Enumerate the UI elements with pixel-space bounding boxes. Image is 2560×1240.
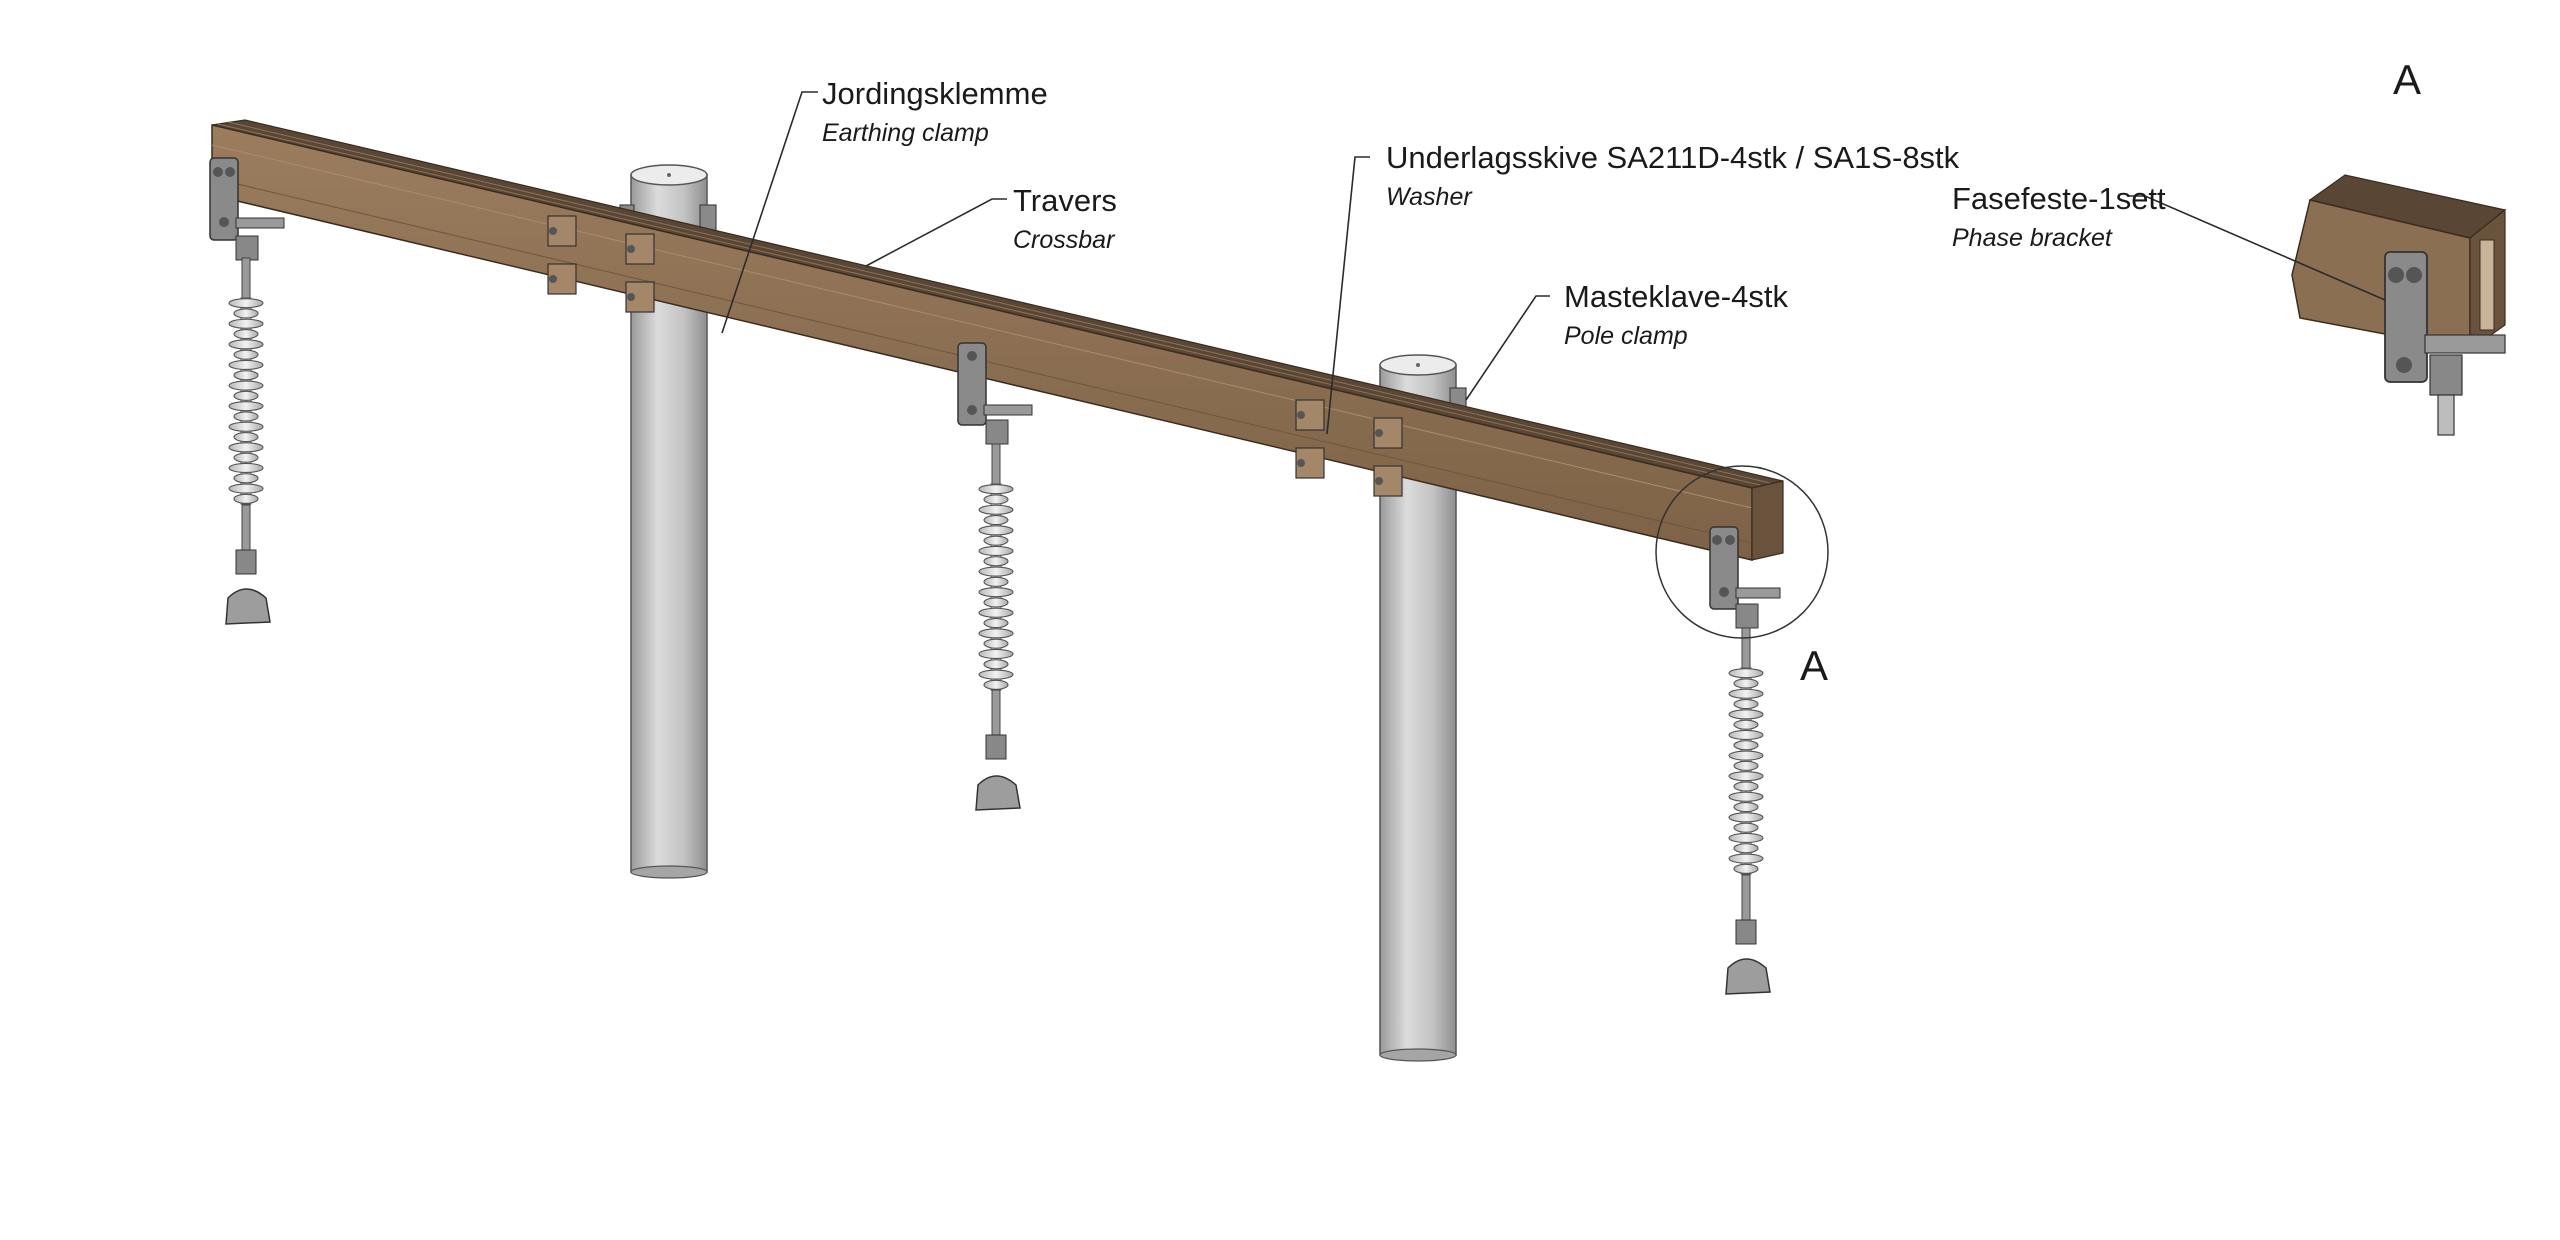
- label-washer-main: Underlagsskive SA211D-4stk / SA1S-8stk: [1386, 140, 1960, 175]
- insulator-shed: [228, 318, 264, 329]
- insulator-shed: [1733, 801, 1759, 813]
- label-phase-bracket: Fasefeste-1sett Phase bracket: [1952, 181, 2166, 252]
- label-crossbar: Travers Crossbar: [1013, 183, 1117, 254]
- insulator-shed: [983, 514, 1009, 526]
- phase-bracket-left: [209, 157, 285, 261]
- detail-marker-letter: A: [1800, 642, 1828, 689]
- insulator-shed: [978, 628, 1014, 639]
- insulator-shed: [983, 659, 1009, 670]
- detail-a-view: [2291, 174, 2507, 436]
- insulator-shed: [1728, 668, 1764, 679]
- insulator-shed: [228, 380, 264, 391]
- insulator-shed: [233, 349, 259, 360]
- insulator-shed: [1728, 832, 1764, 844]
- insulator-shed: [1733, 781, 1759, 792]
- label-phase-bracket-sub: Phase bracket: [1952, 224, 2113, 252]
- insulator-right: [1725, 627, 1771, 995]
- insulator-shed: [1728, 750, 1764, 761]
- washers-left: [547, 215, 655, 313]
- insulator-shed: [233, 473, 259, 484]
- insulator-shed: [1728, 729, 1764, 741]
- insulator-shed: [228, 298, 264, 309]
- leader-pole-clamp: [1465, 295, 1550, 401]
- insulator-shed: [978, 669, 1014, 680]
- insulator-shed: [983, 679, 1009, 690]
- insulator-shed: [1733, 822, 1759, 833]
- label-earthing-clamp-sub: Earthing clamp: [822, 119, 989, 147]
- insulator-shed: [1733, 678, 1759, 689]
- insulator-shed: [228, 339, 264, 350]
- label-earthing-clamp: Jordingsklemme Earthing clamp: [822, 76, 1048, 147]
- insulator-shed: [228, 483, 264, 494]
- label-washer: Underlagsskive SA211D-4stk / SA1S-8stk W…: [1386, 140, 1960, 211]
- insulator-shed: [1733, 698, 1759, 710]
- label-earthing-clamp-main: Jordingsklemme: [822, 76, 1048, 111]
- insulator-shed: [1728, 688, 1764, 699]
- insulator-shed: [1733, 719, 1759, 730]
- insulator-shed: [1733, 843, 1759, 854]
- detail-marker-circle: [1655, 465, 1829, 639]
- insulator-shed: [983, 535, 1009, 546]
- leader-phase-bracket: [2128, 195, 2386, 301]
- label-pole-clamp-sub: Pole clamp: [1564, 322, 1688, 350]
- label-crossbar-sub: Crossbar: [1013, 226, 1116, 254]
- insulator-shed: [1728, 709, 1764, 720]
- insulator-shed: [233, 328, 259, 340]
- insulator-shed: [1728, 771, 1764, 782]
- leader-earthing-clamp: [721, 91, 818, 334]
- insulator-shed: [1728, 791, 1764, 802]
- insulator-shed: [233, 390, 259, 401]
- insulator-shed: [228, 401, 264, 412]
- insulator-shed: [228, 462, 264, 474]
- insulator-shed: [228, 421, 264, 432]
- insulator-shed: [978, 607, 1014, 618]
- phase-bracket-middle: [957, 342, 1033, 445]
- insulator-shed: [1728, 853, 1764, 864]
- insulator-shed: [983, 617, 1009, 629]
- insulator-shed: [228, 442, 264, 453]
- insulator-shed: [978, 504, 1014, 515]
- insulator-shed: [978, 525, 1014, 536]
- insulator-shed: [233, 308, 259, 319]
- insulator-shed: [983, 638, 1009, 649]
- insulator-shed: [228, 359, 264, 371]
- insulator-shed: [233, 411, 259, 422]
- insulator-shed: [978, 566, 1014, 577]
- insulator-shed: [233, 493, 259, 504]
- insulator-shed: [978, 545, 1014, 557]
- insulator-shed: [1728, 812, 1764, 823]
- phase-bracket-right: [1709, 526, 1781, 629]
- label-washer-sub: Washer: [1386, 183, 1473, 211]
- insulator-shed: [1733, 740, 1759, 751]
- insulator-shed: [233, 370, 259, 381]
- washers-right: [1295, 399, 1403, 497]
- detail-title: A: [2393, 56, 2421, 103]
- insulator-shed: [983, 576, 1009, 587]
- leader-crossbar: [865, 198, 1007, 267]
- insulator-shed: [1733, 863, 1759, 874]
- insulator-shed: [983, 597, 1009, 608]
- insulator-shed: [983, 556, 1009, 567]
- leader-lines: [721, 91, 2386, 435]
- insulator-left: [225, 257, 271, 625]
- insulator-middle: [975, 443, 1021, 811]
- leader-washer: [1326, 156, 1370, 435]
- label-pole-clamp: Masteklave-4stk Pole clamp: [1564, 279, 1788, 350]
- insulator-shed: [978, 648, 1014, 660]
- insulator-shed: [1733, 760, 1759, 771]
- insulator-shed: [233, 431, 259, 443]
- insulator-shed: [233, 452, 259, 463]
- label-phase-bracket-main: Fasefeste-1sett: [1952, 181, 2166, 216]
- insulator-shed: [978, 587, 1014, 598]
- label-pole-clamp-main: Masteklave-4stk: [1564, 279, 1788, 314]
- insulator-shed: [978, 484, 1014, 495]
- label-crossbar-main: Travers: [1013, 183, 1117, 218]
- insulator-shed: [983, 494, 1009, 505]
